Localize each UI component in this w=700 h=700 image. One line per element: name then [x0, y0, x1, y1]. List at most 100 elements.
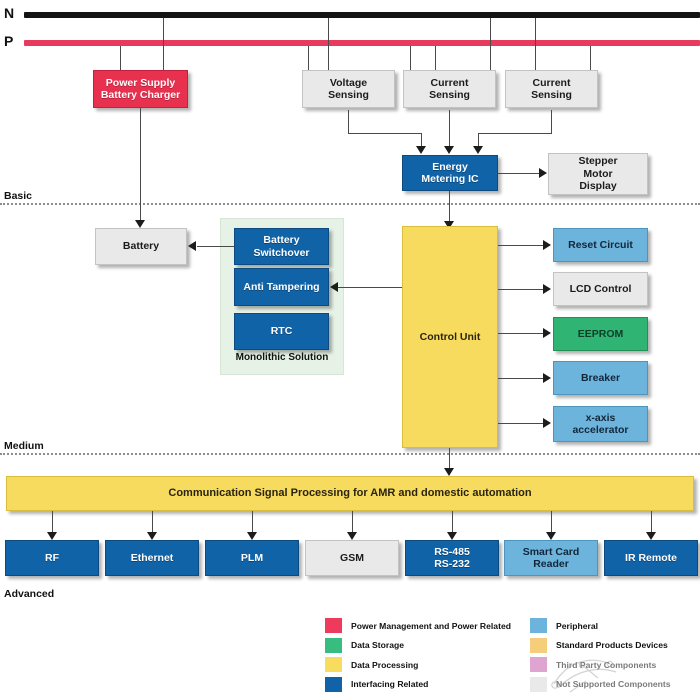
arrow-voltage-to-emic	[416, 146, 426, 154]
wire-comm-to-plm	[252, 511, 253, 535]
arrow-current-b-to-emic	[473, 146, 483, 154]
block-communication-signal-processing[interactable]: Communication Signal Processing for AMR …	[6, 476, 694, 511]
bus-drop-n-voltage	[328, 18, 329, 70]
arrow-control-to-antitamper	[330, 282, 338, 292]
wire-power-to-battery	[140, 108, 141, 221]
arrow-comm-to-smartcard	[546, 532, 556, 540]
arrow-comm-to-ethernet	[147, 532, 157, 540]
arrow-comm-to-irremote	[646, 532, 656, 540]
block-ir-remote[interactable]: IR Remote	[604, 540, 698, 576]
current-sensing-b-line-2: Sensing	[531, 89, 572, 101]
legend-swatch-standard-products	[530, 637, 547, 653]
block-current-sensing-b[interactable]: Current Sensing	[505, 70, 598, 108]
arrow-control-to-breaker	[543, 373, 551, 383]
energy-metering-line-2: Metering IC	[421, 173, 479, 185]
legend-item-data-processing: Data Processing	[325, 655, 530, 675]
wire-control-to-breaker	[498, 378, 544, 379]
block-eeprom[interactable]: EEPROM	[553, 317, 648, 351]
stepper-line-3: Display	[579, 180, 617, 193]
wire-control-to-antitamper	[338, 287, 402, 288]
block-x-axis-accelerator[interactable]: x-axis accelerator	[553, 406, 648, 442]
arrow-control-to-eeprom	[543, 328, 551, 338]
legend-column-right: Peripheral Standard Products Devices Thi…	[530, 616, 695, 694]
eeprom-label: EEPROM	[577, 327, 624, 340]
rs485-line-2: RS-232	[434, 558, 470, 570]
anti-tampering-label: Anti Tampering	[243, 280, 320, 293]
wire-comm-to-gsm	[352, 511, 353, 535]
block-smart-card-reader[interactable]: Smart Card Reader	[504, 540, 598, 576]
neutral-bus-line	[24, 12, 700, 18]
legend-label-data-storage: Data Storage	[351, 640, 405, 651]
legend-item-peripheral: Peripheral	[530, 616, 695, 636]
block-battery-switchover[interactable]: Battery Switchover	[234, 228, 329, 265]
block-current-sensing-a[interactable]: Current Sensing	[403, 70, 496, 108]
breaker-label: Breaker	[580, 371, 621, 384]
arrow-comm-to-plm	[247, 532, 257, 540]
control-unit-label: Control Unit	[419, 330, 481, 343]
legend-label-data-processing: Data Processing	[351, 659, 419, 670]
block-rf[interactable]: RF	[5, 540, 99, 576]
block-stepper-motor-display[interactable]: Stepper Motor Display	[548, 153, 648, 195]
block-rs485-rs232[interactable]: RS-485 RS-232	[405, 540, 499, 576]
wire-control-to-lcd	[498, 289, 544, 290]
block-rtc[interactable]: RTC	[234, 313, 329, 350]
neutral-bus-label: N	[4, 5, 15, 21]
block-anti-tampering[interactable]: Anti Tampering	[234, 268, 329, 306]
block-plm[interactable]: PLM	[205, 540, 299, 576]
smart-card-line-1: Smart Card	[522, 545, 580, 558]
wire-current-b-across	[478, 133, 552, 134]
block-battery[interactable]: Battery	[95, 228, 187, 265]
block-reset-circuit[interactable]: Reset Circuit	[553, 228, 648, 262]
wire-voltage-into-emic	[421, 133, 422, 147]
wire-comm-to-rs485	[452, 511, 453, 535]
block-breaker[interactable]: Breaker	[553, 361, 648, 395]
battery-switchover-line-1: Battery	[263, 234, 300, 247]
legend-swatch-third-party	[530, 657, 547, 673]
stepper-line-1: Stepper	[578, 155, 618, 168]
arrow-control-to-lcd	[543, 284, 551, 294]
legend-item-data-storage: Data Storage	[325, 636, 530, 656]
tier-divider-medium	[0, 453, 700, 455]
tier-label-advanced: Advanced	[4, 588, 55, 600]
rs485-line-1: RS-485	[434, 545, 470, 558]
block-control-unit[interactable]: Control Unit	[402, 226, 498, 448]
legend-column-left: Power Management and Power Related Data …	[325, 616, 530, 694]
legend-label-peripheral: Peripheral	[556, 620, 599, 631]
battery-switchover-line-2: Switchover	[253, 246, 310, 259]
legend-swatch-interfacing-related	[325, 676, 342, 692]
arrow-comm-to-rf	[47, 532, 57, 540]
power-supply-line-2: Battery Charger	[100, 89, 181, 101]
wire-comm-to-irremote	[651, 511, 652, 535]
legend-label-standard-products: Standard Products Devices	[556, 640, 668, 651]
block-voltage-sensing[interactable]: Voltage Sensing	[302, 70, 395, 108]
block-gsm[interactable]: GSM	[305, 540, 399, 576]
arrow-switchover-to-battery	[188, 241, 196, 251]
legend-item-not-supported: Not Supported Components	[530, 675, 695, 695]
block-lcd-control[interactable]: LCD Control	[553, 272, 648, 306]
wire-comm-to-smartcard	[551, 511, 552, 535]
block-energy-metering-ic[interactable]: Energy Metering IC	[402, 155, 498, 191]
current-sensing-a-line-2: Sensing	[429, 89, 470, 101]
wire-comm-to-rf	[52, 511, 53, 535]
wire-current-b-into-emic	[478, 133, 479, 147]
phase-bus-label: P	[4, 33, 14, 49]
wire-switchover-to-battery	[197, 246, 234, 247]
wire-comm-to-ethernet	[152, 511, 153, 535]
bus-drop-p-voltage	[308, 46, 309, 70]
monolithic-solution-caption: Monolithic Solution	[235, 352, 329, 363]
reset-circuit-label: Reset Circuit	[568, 238, 633, 251]
legend-label-not-supported: Not Supported Components	[556, 679, 671, 690]
bus-drop-n-power	[163, 18, 164, 70]
plm-label: PLM	[240, 551, 264, 564]
voltage-sensing-line-1: Voltage	[329, 76, 368, 89]
wire-voltage-down	[348, 110, 349, 133]
block-ethernet[interactable]: Ethernet	[105, 540, 199, 576]
legend-label-third-party: Third Party Components	[556, 659, 657, 670]
rf-label: RF	[45, 551, 59, 564]
wire-voltage-across	[348, 133, 421, 134]
x-axis-line-1: x-axis	[585, 411, 616, 424]
block-power-supply-battery-charger[interactable]: Power Supply Battery Charger	[93, 70, 188, 108]
wire-control-to-xaxis	[498, 423, 544, 424]
x-axis-line-2: accelerator	[572, 424, 629, 436]
rtc-label: RTC	[270, 325, 293, 338]
